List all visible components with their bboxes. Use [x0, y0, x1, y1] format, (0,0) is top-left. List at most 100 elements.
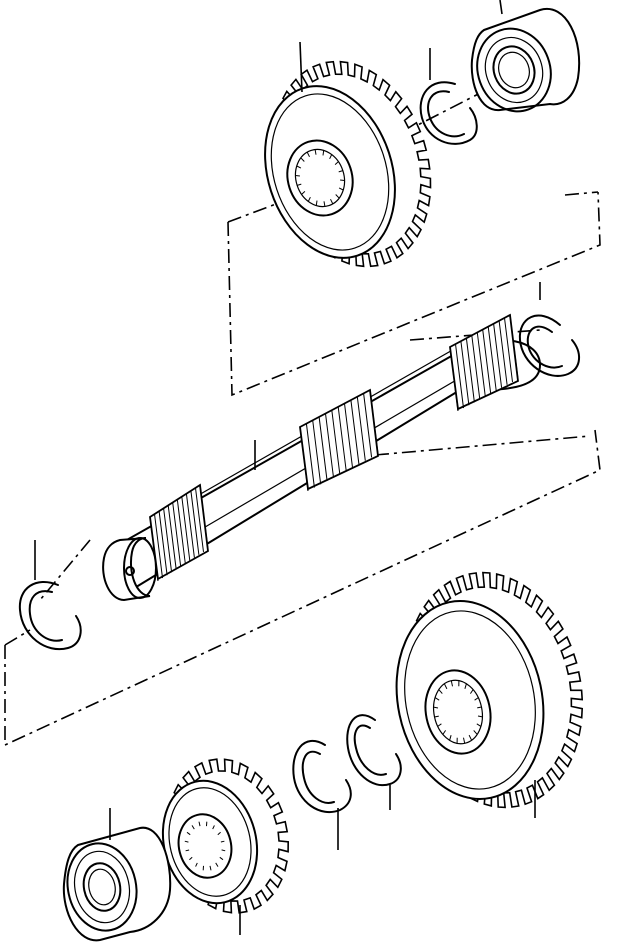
shaft-spline-line — [331, 410, 341, 475]
spline-line — [330, 198, 334, 205]
shaft-spline-line — [449, 346, 459, 412]
shaft-spline-line — [172, 502, 182, 567]
spline-line — [450, 680, 453, 687]
spline-line — [476, 723, 482, 727]
shaft-spline-line — [460, 341, 470, 406]
upper-gear-splines — [295, 149, 345, 207]
spline-line — [438, 689, 443, 694]
shaft-spline-line — [369, 389, 379, 455]
upper-bearing — [470, 0, 581, 113]
spline-line — [433, 706, 439, 709]
large-gear-splines — [433, 680, 483, 744]
spline-line — [185, 849, 190, 852]
spline-line — [340, 179, 345, 181]
shaft-spline-line — [363, 393, 373, 458]
spline-line — [220, 840, 225, 843]
spline-line — [295, 175, 300, 177]
spline-line — [463, 737, 466, 744]
spline-line — [221, 849, 226, 852]
shaft-spline-line — [163, 508, 173, 573]
upper-gear — [264, 41, 432, 268]
shaft-splines — [149, 313, 519, 582]
shaft-spline-line — [190, 490, 200, 555]
shaft-spline-line — [158, 511, 168, 576]
shaft-spline-line — [318, 416, 328, 481]
shaft-spline-line — [471, 335, 481, 400]
spline-line — [323, 201, 326, 207]
spline-line — [437, 723, 442, 727]
upper-snap-ring — [419, 48, 478, 145]
spline-line — [314, 149, 317, 155]
spline-line — [449, 735, 452, 741]
shaft-spline-line — [176, 499, 186, 564]
spline-line — [477, 715, 483, 718]
spline-line — [464, 683, 467, 689]
shaft-spline-line — [356, 396, 366, 461]
shaft-spline-line — [154, 514, 163, 579]
shaft-spline-line — [509, 314, 519, 380]
shaft-spline-band — [449, 313, 519, 411]
spline-line — [315, 200, 318, 206]
shaft-spline-line — [167, 505, 177, 570]
shaft-spline-line — [344, 403, 353, 468]
shaft-spline-line — [312, 420, 322, 485]
spline-line — [198, 821, 201, 827]
shaft-snap-ring-left — [18, 540, 82, 651]
shaft-spline-line — [337, 406, 347, 471]
outer-snap-ring — [292, 739, 352, 850]
spline-line — [338, 170, 343, 173]
small-gear-splines — [184, 821, 226, 871]
spline-line — [334, 161, 339, 165]
spline-line — [477, 706, 482, 709]
shaft-spline-line — [493, 323, 503, 388]
large-gear — [395, 571, 584, 818]
shaft-spline-line — [487, 326, 497, 391]
shaft-spline-line — [504, 317, 513, 382]
shaft-spline-line — [199, 484, 209, 550]
shaft-spline-band — [299, 388, 379, 491]
shaft-spline-line — [498, 320, 508, 385]
lower-assembly-box — [4, 429, 601, 747]
spline-line — [473, 730, 478, 735]
shaft-spline-line — [195, 487, 204, 552]
spline-line — [219, 856, 224, 861]
spline-line — [300, 157, 305, 162]
shaft-spline-line — [181, 496, 191, 561]
shaft-spline-line — [325, 413, 334, 478]
upper-assembly-box — [227, 191, 601, 397]
spline-line — [297, 183, 302, 186]
spline-line — [217, 831, 221, 836]
shaft-spline-line — [299, 426, 309, 492]
shaft-spline-line — [350, 400, 360, 465]
spline-line — [184, 840, 189, 843]
shaft-spline-line — [149, 516, 159, 582]
shaft-spline-band — [149, 483, 209, 581]
spline-line — [195, 862, 198, 867]
spline-line — [186, 831, 191, 836]
spline-line — [215, 862, 219, 867]
shaft-spline-line — [465, 338, 475, 403]
lower-bearing — [62, 808, 172, 942]
spline-line — [322, 150, 325, 156]
spline-line — [468, 734, 473, 741]
shaft-snap-ring-right — [518, 282, 580, 377]
spline-line — [306, 151, 310, 158]
spline-line — [209, 865, 212, 871]
spline-line — [329, 154, 333, 160]
spline-line — [434, 697, 440, 701]
spline-line — [296, 165, 302, 169]
countershaft — [102, 313, 541, 602]
inner-snap-ring — [346, 714, 402, 810]
spline-line — [307, 196, 311, 202]
shaft-spline-line — [455, 344, 464, 409]
shaft-spline-line — [305, 423, 315, 488]
shaft-spline-line — [482, 329, 492, 394]
spline-line — [434, 715, 439, 718]
spline-line — [191, 825, 195, 830]
spline-line — [335, 194, 340, 199]
spline-line — [189, 856, 193, 861]
spline-line — [212, 825, 215, 830]
shaft-spline-line — [185, 493, 195, 558]
spline-line — [469, 689, 474, 694]
spline-line — [338, 187, 344, 191]
